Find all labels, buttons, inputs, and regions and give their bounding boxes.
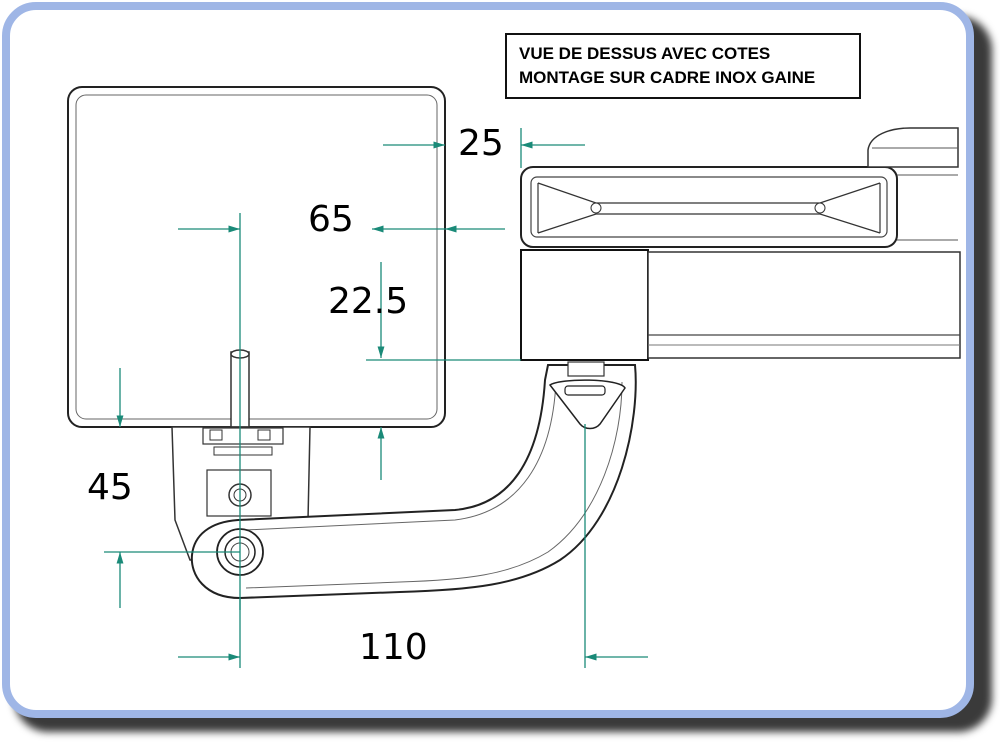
clamp-block: [520, 249, 649, 361]
dimension-25: 25: [458, 123, 504, 164]
dimension-22-5: 22.5: [328, 281, 409, 322]
dimension-lines: [104, 128, 648, 668]
title-box: VUE DE DESSUS AVEC COTES MONTAGE SUR CAD…: [505, 33, 861, 99]
dimension-110: 110: [359, 627, 428, 668]
title-line-2: MONTAGE SUR CADRE INOX GAINE: [519, 68, 816, 87]
title-line-1: VUE DE DESSUS AVEC COTES: [519, 44, 771, 63]
dimension-65: 65: [308, 199, 354, 240]
dimension-45: 45: [87, 467, 133, 508]
frame-tube-top: [520, 166, 898, 248]
curved-arm: [190, 364, 637, 600]
frame-beam: [647, 251, 961, 359]
motor-housing: [67, 86, 446, 428]
motor-housing-inner: [75, 94, 438, 420]
